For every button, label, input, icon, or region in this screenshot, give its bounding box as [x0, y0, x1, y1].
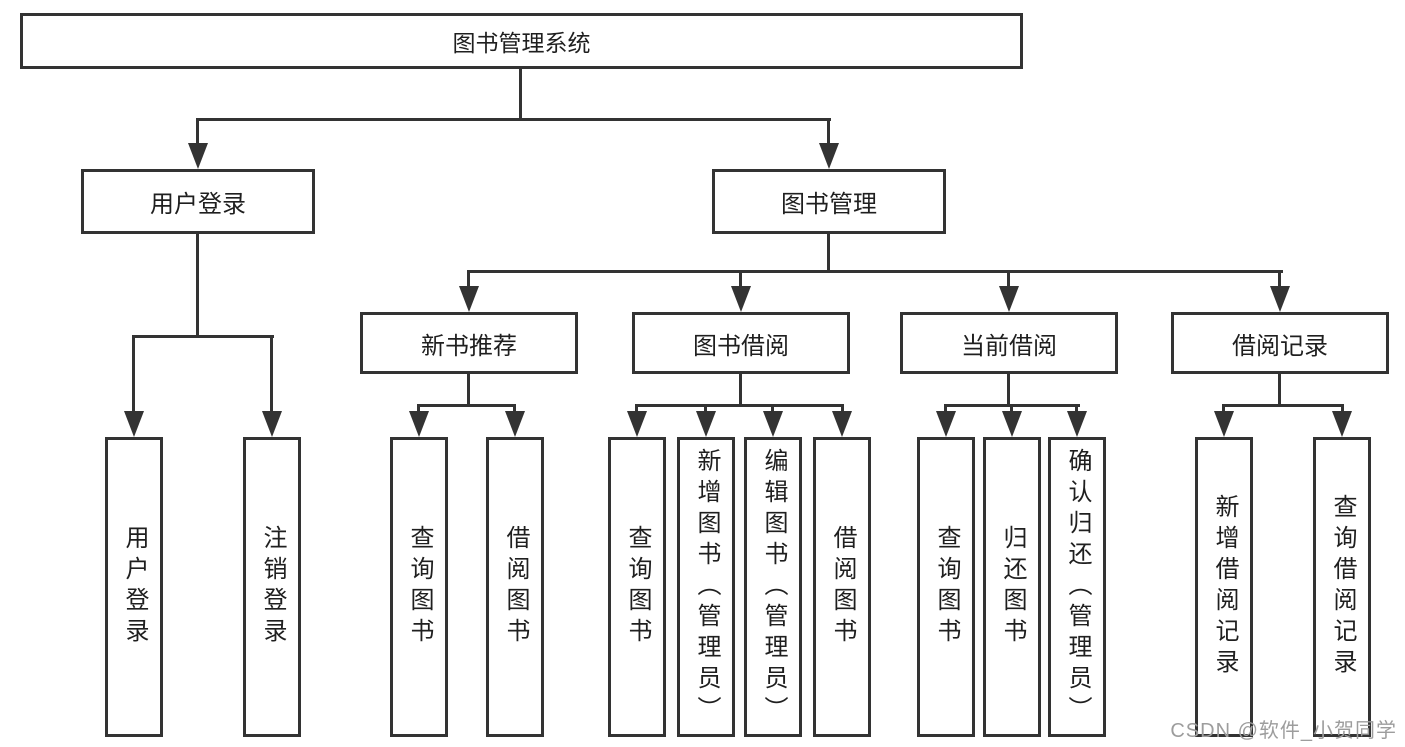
leaf-user-login: 用户登录: [105, 437, 163, 737]
arrowhead-down-icon: [936, 411, 956, 437]
node-label: 新增图书（管理员）: [693, 447, 720, 727]
connector-drop: [944, 404, 947, 414]
connector-drop: [827, 118, 830, 146]
node-label: 注销登录: [259, 525, 286, 649]
arrowhead-down-icon: [627, 411, 647, 437]
connector-drop: [196, 118, 199, 146]
connector-bus: [1222, 404, 1344, 407]
leaf-query-books-borrowing: 查询图书: [608, 437, 666, 737]
connector-drop: [513, 404, 516, 414]
arrowhead-down-icon: [731, 286, 751, 312]
connector-stem: [1007, 374, 1010, 407]
node-label: 编辑图书（管理员）: [760, 447, 787, 727]
arrowhead-down-icon: [1214, 411, 1234, 437]
node-label: 用户登录: [121, 525, 148, 649]
leaf-borrow-books-recommend: 借阅图书: [486, 437, 544, 737]
connector-drop: [1007, 270, 1010, 290]
leaf-confirm-return-admin: 确认归还（管理员）: [1048, 437, 1106, 737]
connector-drop: [771, 404, 774, 414]
connector-drop: [841, 404, 844, 414]
node-library-management-system: 图书管理系统: [20, 13, 1023, 69]
arrowhead-down-icon: [124, 411, 144, 437]
node-label: 查询图书: [624, 525, 651, 649]
node-label: 查询图书: [406, 525, 433, 649]
arrowhead-down-icon: [1332, 411, 1352, 437]
leaf-add-books-admin: 新增图书（管理员）: [677, 437, 735, 737]
node-label: 借阅图书: [502, 525, 529, 649]
arrowhead-down-icon: [188, 143, 208, 169]
csdn-watermark: CSDN @软件_小贺同学: [1170, 720, 1397, 742]
arrowhead-down-icon: [409, 411, 429, 437]
node-label: 图书借阅: [693, 332, 789, 360]
arrowhead-down-icon: [1270, 286, 1290, 312]
node-label: 查询图书: [933, 525, 960, 649]
arrowhead-down-icon: [505, 411, 525, 437]
connector-drop: [635, 404, 638, 414]
connector-stem: [739, 374, 742, 407]
arrowhead-down-icon: [262, 411, 282, 437]
node-label: 用户登录: [150, 191, 246, 218]
node-label: 新增借阅记录: [1211, 494, 1238, 680]
node-label: 当前借阅: [961, 332, 1057, 360]
node-label: 确认归还（管理员）: [1064, 447, 1091, 727]
connector-drop: [739, 270, 742, 290]
connector-userlogin-stem: [196, 233, 199, 338]
node-label: 图书管理系统: [452, 30, 591, 56]
node-label: 图书管理: [781, 191, 877, 218]
connector-drop: [1341, 404, 1344, 414]
connector-drop: [417, 404, 420, 414]
node-label: 查询借阅记录: [1329, 494, 1356, 680]
node-borrowing-records: 借阅记录: [1171, 312, 1389, 374]
arrowhead-down-icon: [819, 143, 839, 169]
connector-bookmgmt-bus: [468, 270, 1283, 273]
node-new-book-recommendation: 新书推荐: [360, 312, 578, 374]
connector-drop: [1278, 270, 1281, 290]
node-book-borrowing: 图书借阅: [632, 312, 850, 374]
connector-bus: [417, 404, 516, 407]
leaf-add-borrow-record: 新增借阅记录: [1195, 437, 1253, 737]
node-user-login: 用户登录: [81, 169, 315, 234]
arrowhead-down-icon: [1067, 411, 1087, 437]
leaf-logout: 注销登录: [243, 437, 301, 737]
connector-root-stem: [519, 69, 522, 120]
arrowhead-down-icon: [763, 411, 783, 437]
connector-drop: [132, 335, 135, 413]
connector-userlogin-bus: [132, 335, 274, 338]
leaf-query-books-current: 查询图书: [917, 437, 975, 737]
connector-bookmgmt-stem: [827, 233, 830, 273]
arrowhead-down-icon: [832, 411, 852, 437]
leaf-edit-books-admin: 编辑图书（管理员）: [744, 437, 802, 737]
arrowhead-down-icon: [999, 286, 1019, 312]
connector-drop: [1222, 404, 1225, 414]
arrowhead-down-icon: [459, 286, 479, 312]
node-current-borrowing: 当前借阅: [900, 312, 1118, 374]
node-label: 新书推荐: [421, 332, 517, 360]
connector-drop: [467, 270, 470, 290]
node-label: 归还图书: [999, 525, 1026, 649]
leaf-query-borrow-record: 查询借阅记录: [1313, 437, 1371, 737]
connector-drop: [1075, 404, 1078, 414]
connector-drop: [704, 404, 707, 414]
leaf-query-books-recommend: 查询图书: [390, 437, 448, 737]
connector-stem: [467, 374, 470, 407]
connector-stem: [1278, 374, 1281, 407]
connector-root-bus: [196, 118, 831, 121]
node-label: 借阅记录: [1232, 332, 1328, 360]
connector-drop: [1010, 404, 1013, 414]
leaf-return-books: 归还图书: [983, 437, 1041, 737]
leaf-borrow-books: 借阅图书: [813, 437, 871, 737]
connector-bus: [635, 404, 844, 407]
node-book-management: 图书管理: [712, 169, 946, 234]
connector-drop: [270, 335, 273, 413]
arrowhead-down-icon: [696, 411, 716, 437]
node-label: 借阅图书: [829, 525, 856, 649]
arrowhead-down-icon: [1002, 411, 1022, 437]
